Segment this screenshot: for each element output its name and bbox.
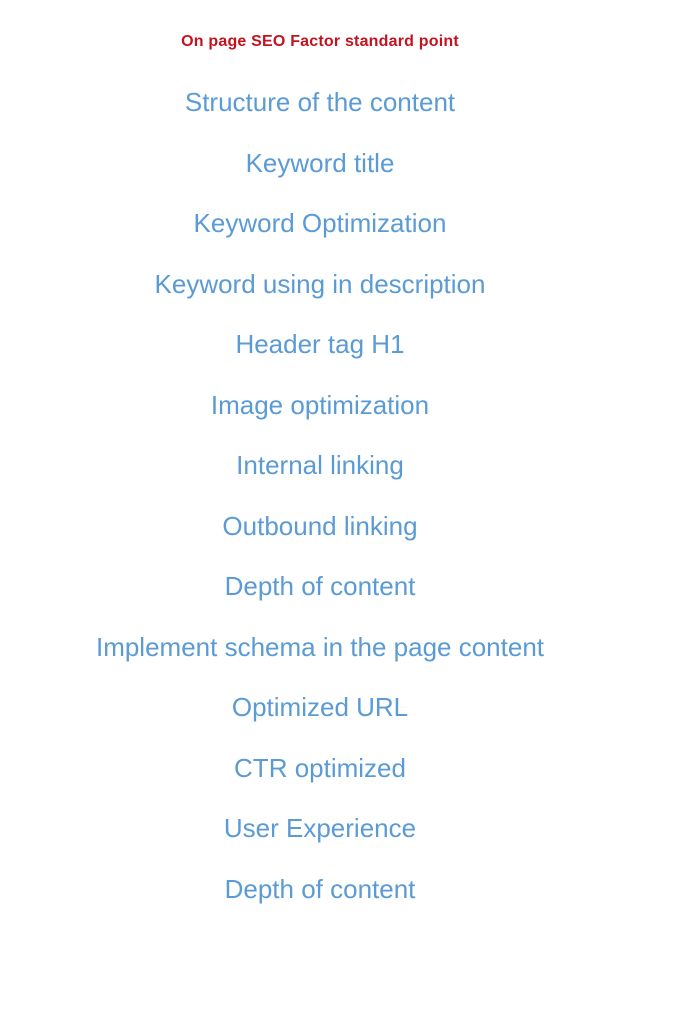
list-row: Outbound linking: [0, 496, 640, 557]
list-row: Implement schema in the page content: [0, 617, 640, 678]
list-item: User Experience: [223, 813, 417, 844]
seo-factors-slide: On page SEO Factor standard point Struct…: [0, 12, 640, 920]
list-item: Header tag H1: [235, 329, 405, 360]
list-item: Keyword title: [245, 147, 395, 178]
list-item: Keyword Optimization: [193, 208, 447, 239]
list-row: Image optimization: [0, 375, 640, 436]
list-item: Implement schema in the page content: [95, 631, 545, 662]
list-item: Depth of content: [224, 571, 416, 602]
list-item: Keyword using in description: [154, 268, 486, 299]
list-row: Depth of content: [0, 859, 640, 920]
list-item: Image optimization: [210, 389, 430, 420]
list-item: Optimized URL: [231, 692, 409, 723]
list-row: Keyword using in description: [0, 254, 640, 315]
list-row: Header tag H1: [0, 315, 640, 376]
list-item: CTR optimized: [234, 752, 406, 783]
list-item: Internal linking: [236, 450, 404, 481]
list-row: Keyword title: [0, 133, 640, 194]
list-row: User Experience: [0, 799, 640, 860]
seo-factors-list: Structure of the content Keyword title K…: [0, 73, 640, 920]
list-row: Optimized URL: [0, 678, 640, 739]
list-item: Outbound linking: [222, 510, 418, 541]
list-item: Depth of content: [224, 873, 416, 904]
page-title-row: On page SEO Factor standard point: [0, 12, 640, 73]
list-row: Depth of content: [0, 557, 640, 618]
list-item: Structure of the content: [184, 87, 456, 118]
list-row: Structure of the content: [0, 73, 640, 134]
page-title: On page SEO Factor standard point: [181, 33, 459, 51]
list-row: Internal linking: [0, 436, 640, 497]
list-row: Keyword Optimization: [0, 194, 640, 255]
list-row: CTR optimized: [0, 738, 640, 799]
